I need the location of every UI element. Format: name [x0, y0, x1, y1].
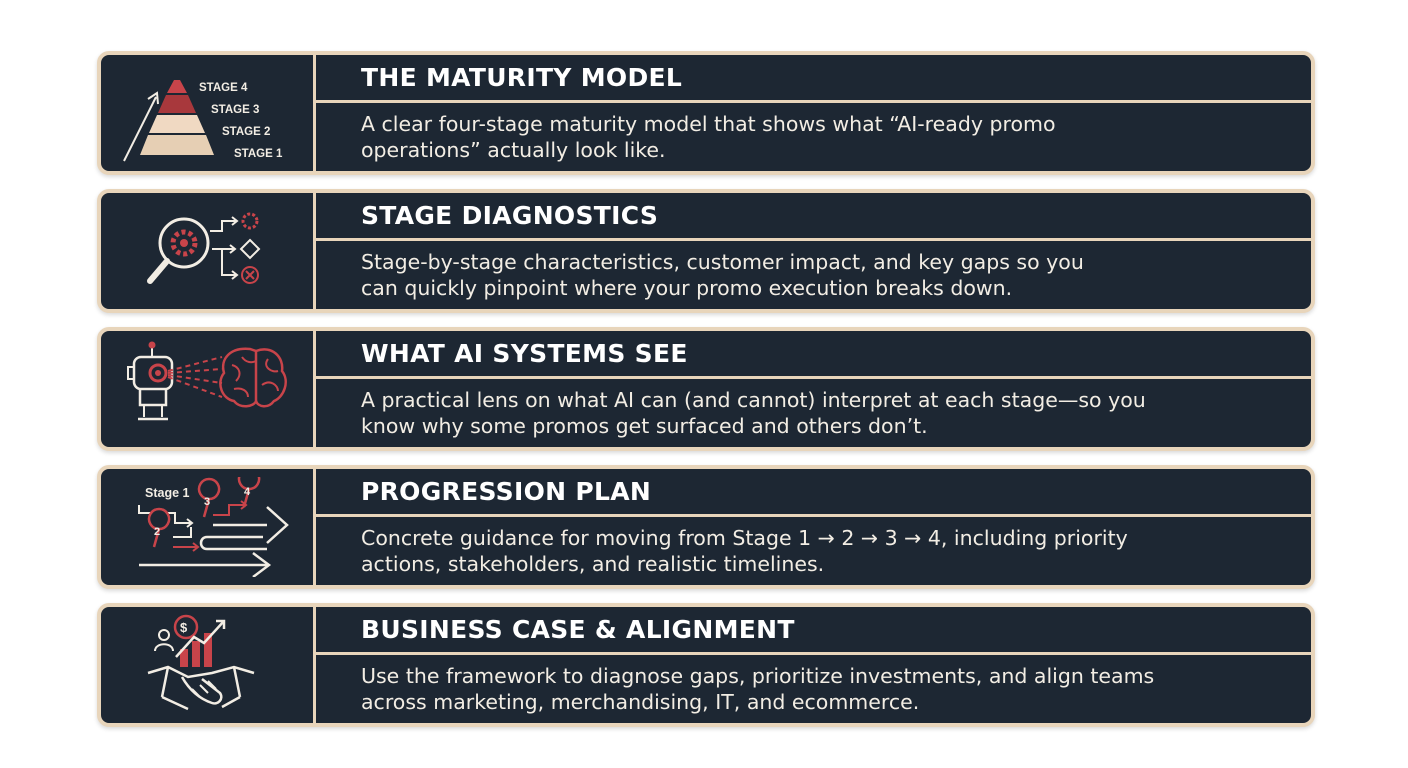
desc-cell: Concrete guidance for moving from Stage … [316, 517, 1311, 585]
card-title: PROGRESSION PLAN [361, 477, 652, 506]
roadmap-marker-4: 4 [244, 486, 251, 498]
pyramid-icon: STAGE 4 STAGE 3 STAGE 2 STAGE 1 [123, 80, 283, 162]
desc-line: actions, stakeholders, and realistic tim… [361, 552, 825, 576]
title-cell: PROGRESSION PLAN [316, 469, 1311, 517]
desc-line: know why some promos get surfaced and ot… [361, 414, 928, 438]
desc-cell: A practical lens on what AI can (and can… [316, 379, 1311, 447]
feature-list: STAGE 4 STAGE 3 STAGE 2 STAGE 1 THE MATU… [97, 51, 1315, 727]
card-title: THE MATURITY MODEL [361, 63, 683, 92]
desc-line: Stage-by-stage characteristics, customer… [361, 250, 1084, 274]
handshake-growth-icon: $ [147, 614, 255, 711]
icon-cell: Stage 1 2 3 4 [101, 469, 316, 585]
card-description: Stage-by-stage characteristics, customer… [361, 249, 1084, 301]
pyramid-label-stage4: STAGE 4 [199, 82, 248, 94]
desc-line: Use the framework to diagnose gaps, prio… [361, 664, 1155, 688]
pyramid-label-stage3: STAGE 3 [211, 104, 259, 116]
card-title: STAGE DIAGNOSTICS [361, 201, 659, 230]
desc-cell: Use the framework to diagnose gaps, prio… [316, 655, 1311, 723]
icon-cell: STAGE 4 STAGE 3 STAGE 2 STAGE 1 [101, 55, 316, 171]
title-cell: BUSINESS CASE & ALIGNMENT [316, 607, 1311, 655]
title-cell: THE MATURITY MODEL [316, 55, 1311, 103]
desc-line: A clear four-stage maturity model that s… [361, 112, 1056, 136]
desc-line: A practical lens on what AI can (and can… [361, 388, 1146, 412]
desc-line: operations” actually look like. [361, 138, 666, 162]
title-cell: WHAT AI SYSTEMS SEE [316, 331, 1311, 379]
card-stage-diagnostics: STAGE DIAGNOSTICS Stage-by-stage charact… [97, 189, 1315, 313]
dollar-sign: $ [180, 620, 188, 635]
card-description: Use the framework to diagnose gaps, prio… [361, 663, 1154, 715]
robot-brain-icon [127, 341, 287, 421]
roadmap-label-stage1: Stage 1 [145, 486, 190, 500]
pyramid-label-stage2: STAGE 2 [222, 126, 270, 138]
title-cell: STAGE DIAGNOSTICS [316, 193, 1311, 241]
desc-line: across marketing, merchandising, IT, and… [361, 690, 920, 714]
icon-cell [101, 193, 316, 309]
card-description: A clear four-stage maturity model that s… [361, 111, 1056, 163]
roadmap-marker-2: 2 [154, 526, 160, 538]
icon-cell: $ [101, 607, 316, 723]
card-business-case: $ BUSINESS CASE & ALIGNMENT Use the fram… [97, 603, 1315, 727]
roadmap-marker-3: 3 [204, 496, 210, 508]
desc-line: Concrete guidance for moving from Stage … [361, 526, 1128, 550]
card-title: WHAT AI SYSTEMS SEE [361, 339, 688, 368]
card-description: A practical lens on what AI can (and can… [361, 387, 1146, 439]
card-maturity-model: STAGE 4 STAGE 3 STAGE 2 STAGE 1 THE MATU… [97, 51, 1315, 175]
magnifier-diagnostic-icon [147, 212, 261, 284]
card-title: BUSINESS CASE & ALIGNMENT [361, 615, 795, 644]
icon-cell [101, 331, 316, 447]
desc-line: can quickly pinpoint where your promo ex… [361, 276, 1013, 300]
pyramid-label-stage1: STAGE 1 [234, 148, 283, 160]
card-description: Concrete guidance for moving from Stage … [361, 525, 1128, 577]
desc-cell: A clear four-stage maturity model that s… [316, 103, 1311, 171]
roadmap-icon: Stage 1 2 3 4 [138, 477, 289, 577]
card-progression-plan: Stage 1 2 3 4 PROG [97, 465, 1315, 589]
desc-cell: Stage-by-stage characteristics, customer… [316, 241, 1311, 309]
card-what-ai-systems-see: WHAT AI SYSTEMS SEE A practical lens on … [97, 327, 1315, 451]
